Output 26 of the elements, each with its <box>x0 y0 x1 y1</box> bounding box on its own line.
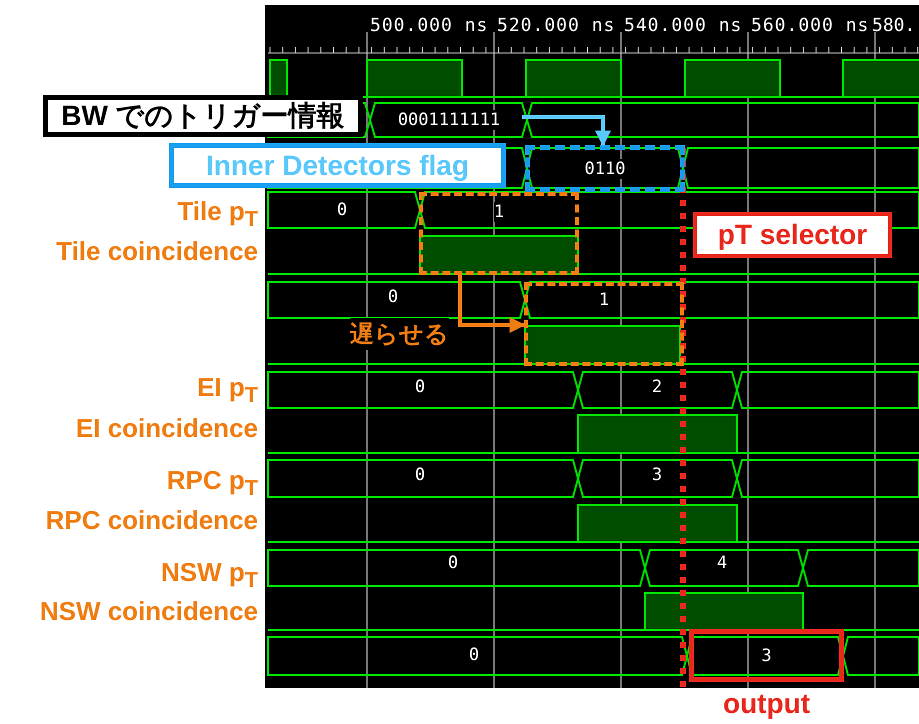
arrow <box>458 275 526 333</box>
signal-name: RPC coincidence <box>46 505 258 536</box>
signal-name: Tile coincidence <box>56 236 258 267</box>
signal-name: RPC p$_{T}$ <box>166 465 258 502</box>
time-tick-label: 500.000 ns <box>370 15 488 36</box>
highlight-box <box>419 192 579 275</box>
signal-name: NSW coincidence <box>40 596 258 627</box>
label-box: pT selector <box>693 212 892 258</box>
signal-name: EI p$_{T}$ <box>197 372 258 408</box>
output-box <box>689 629 844 682</box>
edge-label: 遅らせる <box>350 318 449 350</box>
time-tick-label: 520.000 ns <box>497 15 616 36</box>
label-box: BW でのトリガー情報 <box>43 95 363 137</box>
time-tick-label: 580. <box>872 15 916 36</box>
output-label: output <box>722 688 812 720</box>
bus-value: 1 <box>494 202 504 222</box>
highlight-box <box>525 145 685 192</box>
highlight-box <box>524 282 684 366</box>
arrow <box>522 115 611 147</box>
signal-name: NSW p$_{T}$ <box>161 557 258 594</box>
label-box: Inner Detectors flag <box>169 143 506 188</box>
signal-name: Tile p$_{T}$ <box>177 196 258 232</box>
time-tick-label: 540.000 ns <box>624 15 742 36</box>
bus-value: 0110 <box>584 158 626 178</box>
time-tick-label: 560.000 ns <box>751 15 870 36</box>
signal-name: EI coincidence <box>76 413 258 444</box>
